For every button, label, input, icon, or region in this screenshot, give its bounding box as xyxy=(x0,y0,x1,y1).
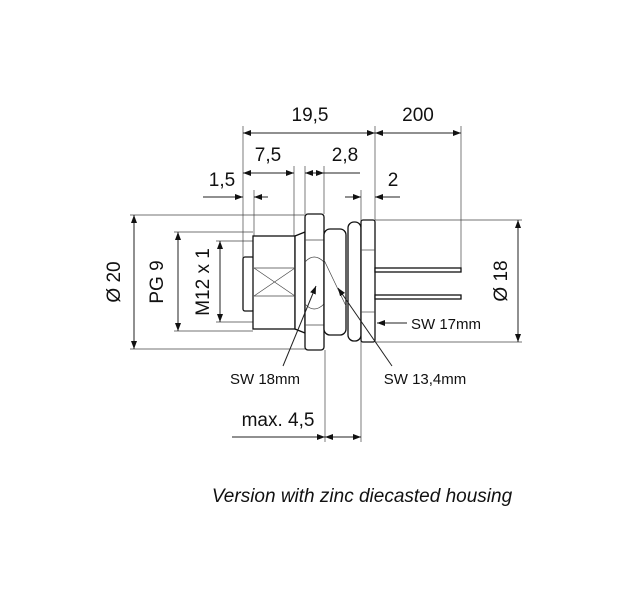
dim-nut-width: 2,8 xyxy=(332,145,358,166)
dim-flange-diameter: Ø 18 xyxy=(491,260,512,301)
label-sw18: SW 18mm xyxy=(230,371,300,388)
dim-flange-width: 2 xyxy=(388,170,399,191)
dim-cable-length: 200 xyxy=(402,105,434,126)
dim-thread-pg: PG 9 xyxy=(147,260,168,303)
connector-body xyxy=(242,213,462,351)
dim-front-offset: 1,5 xyxy=(209,170,235,191)
caption: Version with zinc diecasted housing xyxy=(212,486,513,507)
dim-thread-metric: M12 x 1 xyxy=(193,248,214,316)
dim-body-length: 7,5 xyxy=(255,145,281,166)
dim-max-panel: max. 4,5 xyxy=(242,410,315,431)
label-sw17: SW 17mm xyxy=(411,316,481,333)
label-sw134: SW 13,4mm xyxy=(384,371,467,388)
leader-lines xyxy=(282,285,407,367)
dim-overall-length: 19,5 xyxy=(292,105,329,126)
dim-outer-diameter: Ø 20 xyxy=(104,261,125,302)
dimension-lines xyxy=(131,130,521,440)
